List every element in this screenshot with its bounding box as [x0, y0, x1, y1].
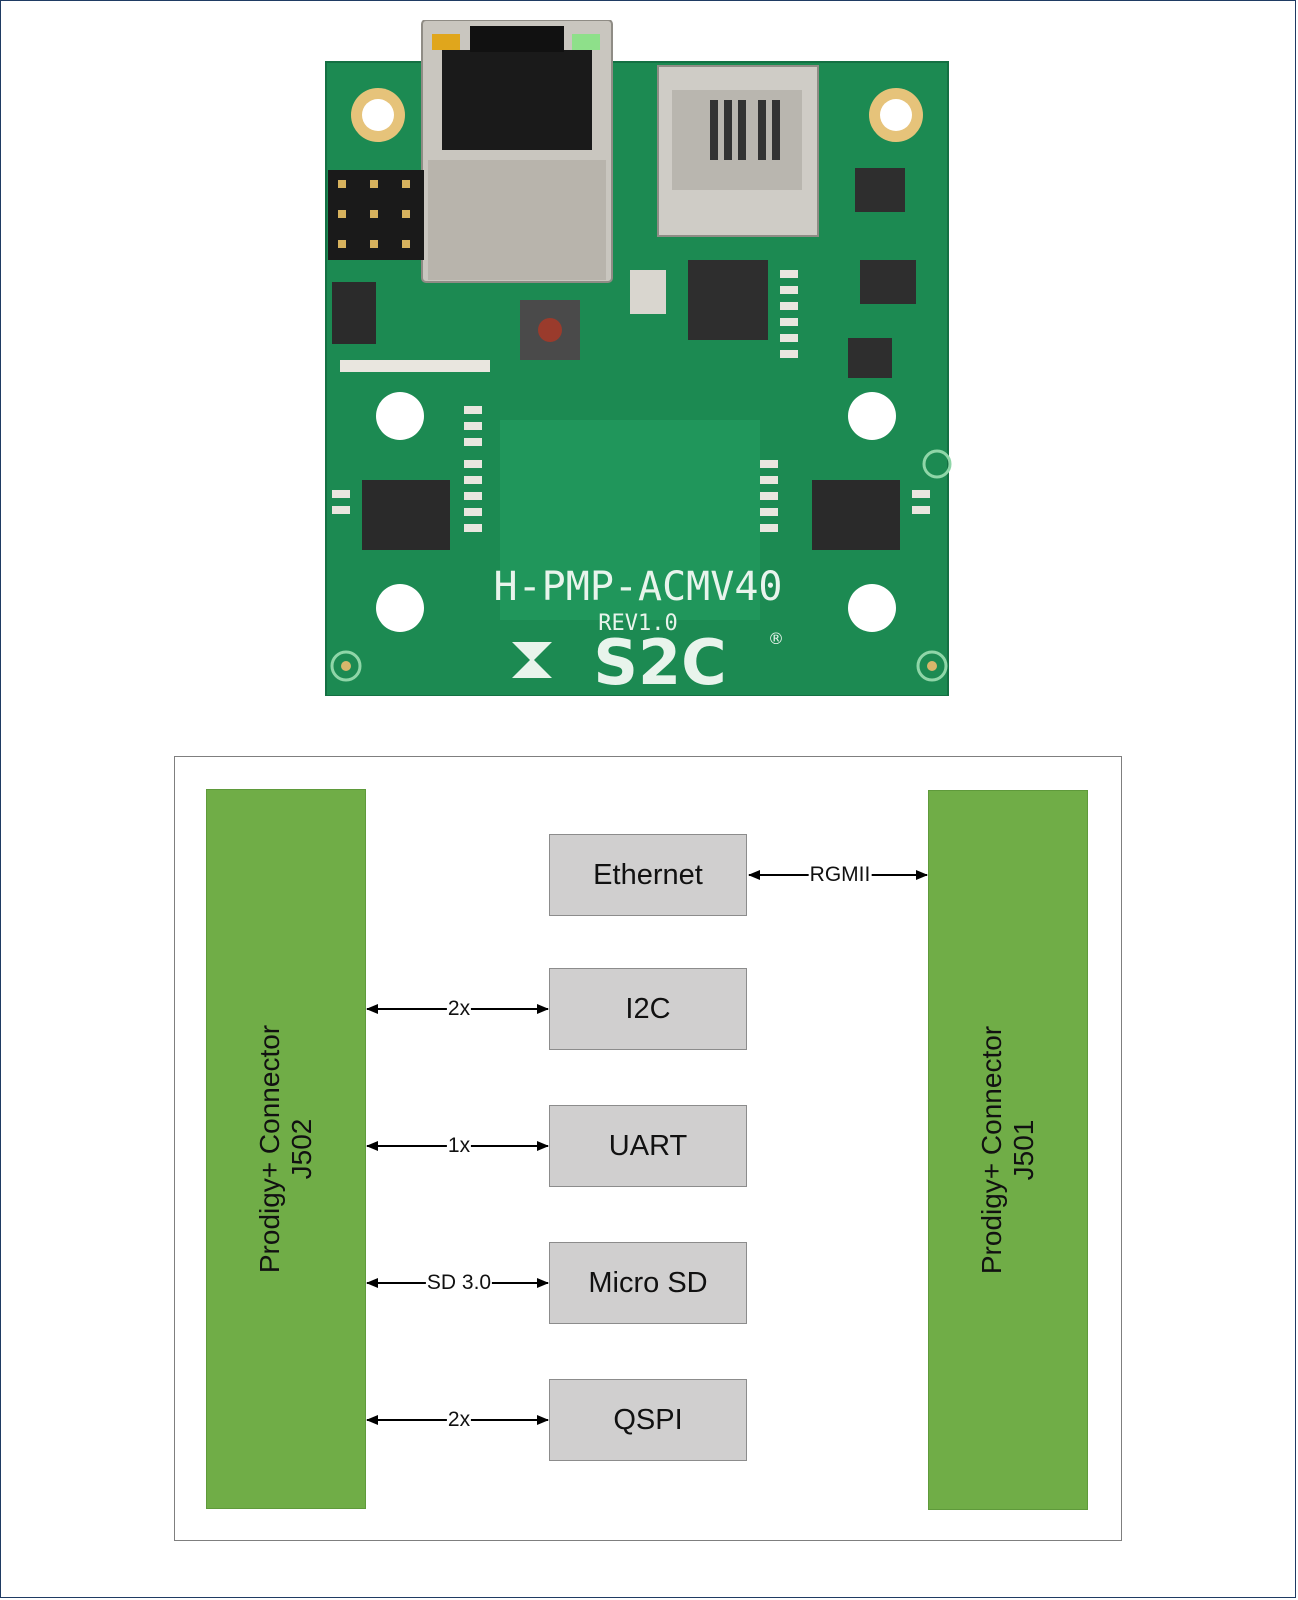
- left-connector-j502: Prodigy+ Connector J502: [206, 789, 366, 1509]
- qspi-link-label: 2x: [446, 1408, 472, 1432]
- i2c-block: I2C: [549, 968, 747, 1050]
- board-name: H-PMP-ACMV40: [494, 564, 783, 610]
- micro-sd-block: Micro SD: [549, 1242, 747, 1324]
- svg-text:S2C: S2C: [593, 626, 726, 696]
- micro-sd-link-label: SD 3.0: [425, 1271, 493, 1295]
- pcb-photo: H-PMP-ACMV40 REV1.0 S2C ®: [320, 20, 952, 696]
- ethernet-link-label: RGMII: [808, 863, 872, 887]
- s2c-logo: S2C ®: [512, 626, 784, 696]
- board-revision: REV1.0: [598, 611, 677, 636]
- ethernet-block: Ethernet: [549, 834, 747, 916]
- i2c-link-label: 2x: [446, 997, 472, 1021]
- uart-block: UART: [549, 1105, 747, 1187]
- mount-hole-tl: [351, 88, 405, 142]
- right-connector-j501: Prodigy+ Connector J501: [928, 790, 1088, 1510]
- svg-text:®: ®: [768, 629, 784, 648]
- qspi-block: QSPI: [549, 1379, 747, 1461]
- uart-link-label: 1x: [446, 1134, 472, 1158]
